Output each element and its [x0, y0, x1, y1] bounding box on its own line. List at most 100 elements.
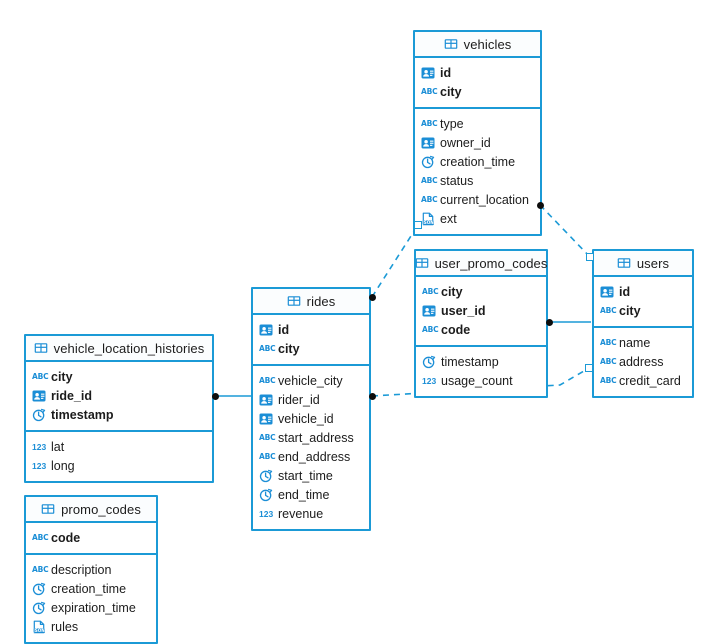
column-name: end_address	[278, 449, 351, 464]
column-row-lat[interactable]: 123 lat	[26, 437, 212, 456]
primary-key-row-id[interactable]: id	[594, 282, 692, 301]
column-row-start_time[interactable]: start_time	[253, 466, 369, 485]
relationship-endpoint-dot-rides-vehicles-from	[368, 293, 376, 301]
abc-text-icon: ABC	[422, 286, 439, 296]
column-name: id	[278, 322, 290, 337]
relationship-link-rides-vehicles[interactable]	[371, 224, 419, 298]
abc-text-icon: ABC	[421, 175, 438, 185]
key-id-icon	[259, 412, 273, 426]
primary-key-row-ride_id[interactable]: ride_id	[26, 386, 212, 405]
table-icon	[617, 256, 631, 270]
abc-text-icon: ABC	[259, 451, 276, 461]
column-name: status	[440, 173, 474, 188]
relationship-link-vehicles-users[interactable]	[539, 204, 591, 258]
table-header-user_promo_codes[interactable]: user_promo_codes	[415, 251, 548, 277]
table-header-vehicles[interactable]: vehicles	[415, 32, 540, 58]
column-name: owner_id	[440, 135, 491, 150]
column-name: rules	[51, 619, 79, 634]
relationship-endpoint-dot-rides-users-from	[368, 392, 376, 400]
column-name: ride_id	[51, 388, 92, 403]
relationship-link-rides-users[interactable]	[371, 367, 590, 397]
key-id-icon	[600, 285, 614, 299]
column-name: usage_count	[441, 373, 513, 388]
column-row-rider_id[interactable]: rider_id	[253, 390, 369, 409]
column-row-timestamp[interactable]: timestamp	[416, 352, 546, 371]
column-name: rider_id	[278, 392, 320, 407]
primary-key-row-user_id[interactable]: user_id	[416, 301, 546, 320]
column-name: description	[51, 562, 112, 577]
abc-text-icon: ABC	[259, 343, 276, 353]
abc-text-icon: ABC	[259, 432, 276, 442]
abc-text-icon: ABC	[600, 305, 617, 315]
column-name: city	[51, 369, 73, 384]
table-title: user_promo_codes	[434, 255, 548, 271]
table-title: promo_codes	[61, 501, 141, 517]
column-name: revenue	[278, 506, 324, 521]
column-name: city	[441, 284, 463, 299]
column-name: user_id	[441, 303, 486, 318]
primary-key-row-id[interactable]: id	[415, 63, 540, 82]
table-header-promo_codes[interactable]: promo_codes	[26, 497, 156, 523]
column-row-expiration_time[interactable]: expiration_time	[26, 598, 156, 617]
key-id-icon	[259, 393, 273, 407]
column-name: lat	[51, 439, 65, 454]
column-row-owner_id[interactable]: owner_id	[415, 133, 540, 152]
column-name: current_location	[440, 192, 529, 207]
column-name: vehicle_city	[278, 373, 343, 388]
primary-key-row-id[interactable]: id	[253, 320, 369, 339]
123-number-icon: 123	[32, 441, 47, 452]
column-name: address	[619, 354, 664, 369]
relationship-endpoint-square-vehicles-users-to	[586, 253, 594, 261]
primary-key-row-timestamp[interactable]: timestamp	[26, 405, 212, 424]
column-name: name	[619, 335, 651, 350]
column-name: code	[51, 530, 81, 545]
abc-text-icon: ABC	[600, 356, 617, 366]
abc-text-icon: ABC	[600, 337, 617, 347]
column-row-vehicle_id[interactable]: vehicle_id	[253, 409, 369, 428]
clock-icon	[32, 582, 46, 596]
relationship-endpoint-dot-user_promo_codes-users-from	[545, 318, 553, 326]
svg-text:JSON: JSON	[421, 220, 434, 225]
column-row-creation_time[interactable]: creation_time	[415, 152, 540, 171]
column-name: start_address	[278, 430, 354, 445]
table-header-users[interactable]: users	[594, 251, 692, 277]
clock-icon	[32, 601, 46, 615]
column-row-end_time[interactable]: end_time	[253, 485, 369, 504]
table-header-rides[interactable]: rides	[253, 289, 369, 315]
table-header-vehicle_location_histories[interactable]: vehicle_location_histories	[26, 336, 212, 362]
key-id-icon	[259, 323, 273, 337]
column-row-creation_time[interactable]: creation_time	[26, 579, 156, 598]
column-name: end_time	[278, 487, 330, 502]
